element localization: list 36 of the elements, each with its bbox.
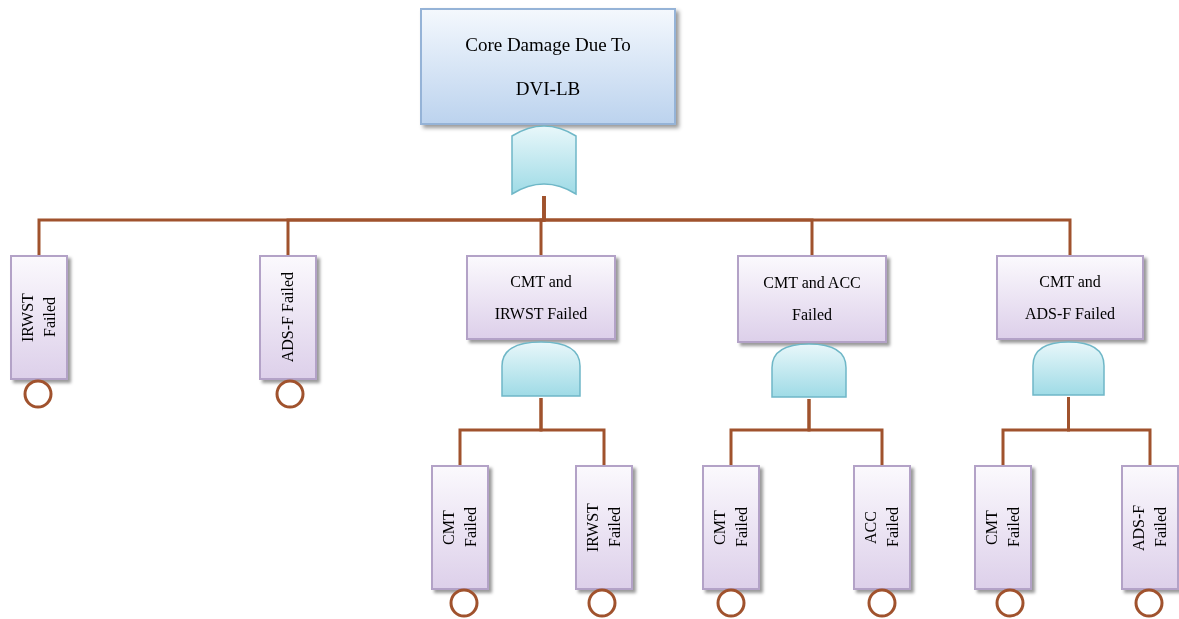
basic-event-circle xyxy=(275,379,305,409)
event-label: CMT and ACC Failed xyxy=(763,273,861,325)
event-box xyxy=(259,255,317,380)
basic-event-circle xyxy=(716,588,746,618)
event-label: CMT Failed xyxy=(439,506,480,550)
event-box xyxy=(10,255,68,380)
event-box xyxy=(974,465,1032,590)
basic-event-circle xyxy=(587,588,617,618)
event-label: IRWST Failed xyxy=(18,292,59,344)
event-label: ADS-F Failed xyxy=(278,272,297,363)
or-gate xyxy=(510,122,578,196)
basic-event-circle xyxy=(1134,588,1164,618)
and-gate xyxy=(770,342,848,399)
event-label: IRWST Failed xyxy=(583,502,624,554)
connector-line xyxy=(539,398,606,465)
connector-line xyxy=(1067,397,1152,465)
event-label: ADS-F Failed xyxy=(1129,503,1170,553)
and-gate xyxy=(1031,340,1106,397)
event-label: ACC Failed xyxy=(861,506,902,550)
basic-event-circle xyxy=(449,588,479,618)
event-label: CMT and IRWST Failed xyxy=(493,271,589,324)
event-box xyxy=(702,465,760,590)
event-label: CMT and ADS-F Failed xyxy=(1023,271,1117,324)
basic-event-circle xyxy=(995,588,1025,618)
event-label: CMT Failed xyxy=(710,506,751,550)
event-label: Core Damage Due To DVI-LB xyxy=(464,32,632,101)
connector-line xyxy=(807,399,884,465)
event-box xyxy=(431,465,489,590)
connector-line xyxy=(542,196,1072,255)
event-box xyxy=(1121,465,1179,590)
basic-event-circle xyxy=(23,379,53,409)
event-box xyxy=(853,465,911,590)
and-gate xyxy=(500,340,582,398)
basic-event-circle xyxy=(867,588,897,618)
event-label: CMT Failed xyxy=(982,506,1023,550)
event-box xyxy=(575,465,633,590)
